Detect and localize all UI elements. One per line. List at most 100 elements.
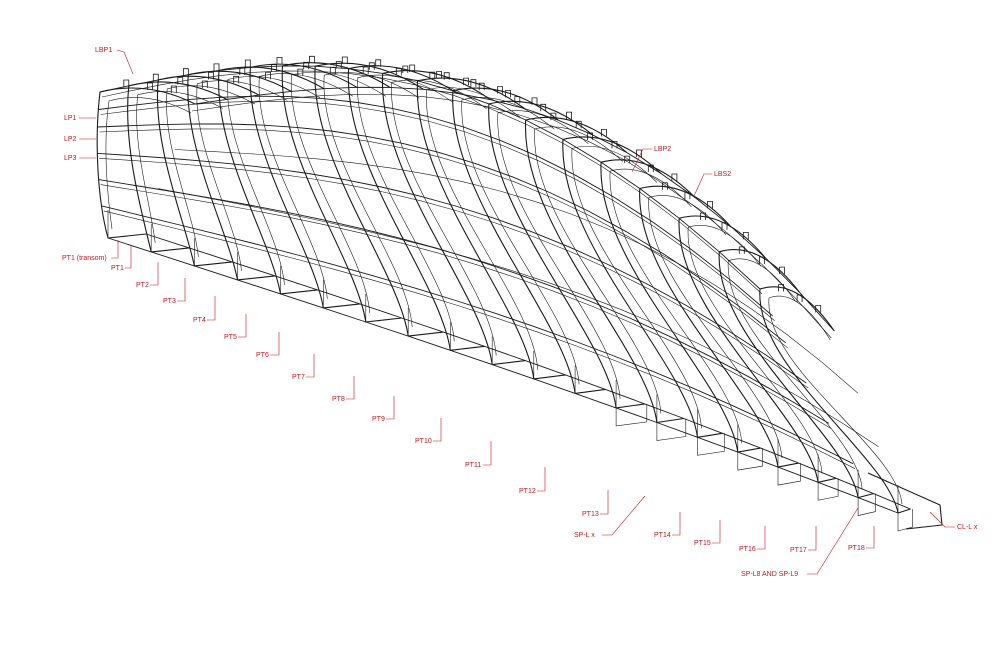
bottom-plate bbox=[817, 478, 839, 501]
frame-station-inner bbox=[290, 71, 387, 314]
label-lp2: LP2 bbox=[64, 136, 77, 143]
leader-pt7 bbox=[306, 354, 315, 378]
frame-notch bbox=[478, 82, 485, 91]
leader-pt16 bbox=[757, 526, 766, 550]
frame-notch bbox=[505, 90, 511, 98]
label-lbp2: LBP2 bbox=[654, 146, 671, 153]
longitudinal-stringers bbox=[97, 65, 879, 469]
label-pt1: PT1 bbox=[111, 265, 124, 272]
frame-station-inner bbox=[196, 80, 288, 271]
leader-sp-l8-l9 bbox=[807, 507, 859, 575]
leader-pt1-transom bbox=[111, 240, 119, 259]
bottom-plate bbox=[737, 448, 763, 471]
label-cl-lx: CL-L x bbox=[957, 524, 978, 531]
label-pt18: PT18 bbox=[848, 545, 865, 552]
label-lbs2: LBS2 bbox=[714, 171, 731, 178]
frame-station bbox=[416, 77, 566, 380]
frame-notch bbox=[375, 59, 382, 67]
frame-notch bbox=[309, 55, 315, 64]
label-pt5: PT5 bbox=[224, 334, 237, 341]
bottom-plate bbox=[615, 403, 648, 427]
bottom-plate bbox=[857, 493, 876, 516]
frame-station-inner bbox=[461, 97, 580, 385]
frame-notch bbox=[662, 182, 668, 190]
frame-notch bbox=[201, 80, 208, 88]
frame-station bbox=[718, 249, 874, 499]
frame-notch bbox=[738, 246, 745, 254]
stringer-line bbox=[101, 205, 854, 465]
label-pt15: PT15 bbox=[694, 540, 711, 547]
frame-station-inner bbox=[136, 91, 223, 243]
frame-notch bbox=[624, 155, 631, 164]
frame-notch bbox=[208, 72, 214, 80]
starboard-sheer-edge bbox=[191, 93, 832, 339]
frame-notch bbox=[587, 132, 593, 140]
frame-notch bbox=[815, 305, 822, 313]
frame-station-inner bbox=[571, 145, 702, 429]
frame-notch bbox=[213, 63, 220, 71]
frame-station bbox=[382, 70, 526, 366]
frame-station bbox=[562, 136, 723, 438]
frame-station bbox=[314, 62, 444, 337]
frame-station bbox=[281, 62, 402, 323]
frame-notch bbox=[566, 111, 572, 120]
stringer-line bbox=[98, 95, 773, 317]
frame-station bbox=[249, 63, 360, 309]
bottom-members bbox=[107, 233, 943, 532]
frame-notch bbox=[335, 61, 342, 69]
frame-notch bbox=[550, 112, 557, 121]
leader-pt6 bbox=[270, 332, 280, 356]
label-pt3: PT3 bbox=[163, 298, 176, 305]
frame-station-inner bbox=[258, 73, 354, 299]
frame-notch bbox=[540, 103, 547, 112]
frame-station-inner bbox=[166, 85, 256, 257]
leader-sp-lx bbox=[602, 495, 646, 536]
label-pt2: PT2 bbox=[136, 282, 149, 289]
frame-notch bbox=[183, 68, 189, 76]
frame-notch bbox=[531, 97, 538, 105]
frame-station-inner bbox=[609, 168, 743, 444]
label-pt6: PT6 bbox=[256, 352, 269, 359]
frame-station-inner bbox=[323, 72, 420, 328]
frame-station-inner bbox=[391, 79, 497, 356]
bottom-plate bbox=[777, 463, 801, 486]
label-pt17: PT17 bbox=[790, 547, 807, 554]
frame-station bbox=[759, 286, 911, 514]
transverse-frames bbox=[96, 55, 911, 514]
frame-notch bbox=[443, 72, 450, 80]
stringer-edge bbox=[100, 184, 831, 429]
stringer-line bbox=[97, 123, 786, 344]
frame-station-inner bbox=[426, 87, 539, 370]
frame-notch bbox=[796, 294, 803, 302]
stringer-line bbox=[97, 152, 807, 384]
label-pt12: PT12 bbox=[519, 488, 536, 495]
label-sp-l8-l9: SP-L8 AND SP-L9 bbox=[741, 571, 798, 578]
frame-notch bbox=[778, 284, 784, 292]
leader-pt17 bbox=[808, 526, 817, 551]
leader-pt1 bbox=[125, 246, 132, 269]
label-lp1: LP1 bbox=[64, 115, 77, 122]
frame-station-inner bbox=[357, 74, 455, 342]
frame-station bbox=[488, 100, 645, 409]
stringer-line bbox=[98, 179, 830, 424]
frame-station bbox=[452, 87, 606, 394]
frame-station bbox=[525, 116, 684, 424]
label-pt9: PT9 bbox=[372, 416, 385, 423]
leader-pt4 bbox=[207, 296, 216, 321]
label-sp-lx: SP-L x bbox=[574, 532, 595, 539]
frame-notch bbox=[721, 222, 728, 230]
bottom-plate bbox=[697, 433, 725, 456]
frame-notch bbox=[707, 201, 713, 209]
frame-notch bbox=[265, 71, 271, 80]
leader-pt18 bbox=[866, 526, 875, 549]
leader-pt10 bbox=[433, 418, 442, 442]
label-pt8: PT8 bbox=[332, 396, 345, 403]
label-pt4: PT4 bbox=[193, 317, 206, 324]
label-pt10: PT10 bbox=[415, 438, 432, 445]
frame-station-inner bbox=[534, 126, 662, 414]
leader-pt12 bbox=[537, 467, 546, 492]
part-labels: LBP1 LP1 LP2 LP3 PT1 (transom) PT1 PT2 P… bbox=[62, 47, 978, 578]
stringer-edge bbox=[99, 128, 788, 349]
leader-pt13 bbox=[600, 490, 609, 515]
